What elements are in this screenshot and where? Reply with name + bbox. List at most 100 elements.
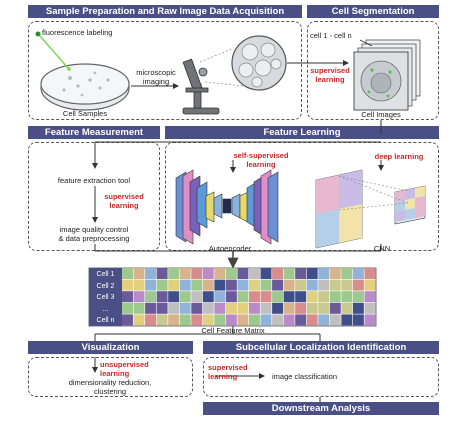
matrix-cell bbox=[191, 314, 203, 326]
matrix-cell bbox=[352, 279, 364, 291]
matrix-cell bbox=[318, 279, 330, 291]
matrix-cell bbox=[352, 291, 364, 303]
matrix-cell bbox=[145, 314, 157, 326]
matrix-cell bbox=[156, 302, 168, 314]
label-self-supervised-1: self-supervised bbox=[233, 151, 289, 160]
matrix-cell bbox=[341, 291, 353, 303]
matrix-cell bbox=[237, 314, 249, 326]
matrix-cell bbox=[260, 268, 272, 279]
matrix-cell bbox=[329, 291, 341, 303]
matrix-cell bbox=[306, 314, 318, 326]
matrix-cell bbox=[249, 291, 260, 303]
matrix-cell bbox=[225, 302, 237, 314]
matrix-cell bbox=[249, 268, 260, 279]
label-image-quality-1: image quality control bbox=[59, 225, 129, 234]
label-cell-feature-matrix: Cell Feature Matrix bbox=[201, 326, 265, 335]
matrix-cell bbox=[168, 291, 180, 303]
matrix-cell bbox=[168, 279, 180, 291]
matrix-cell bbox=[295, 291, 307, 303]
matrix-cell bbox=[168, 302, 180, 314]
matrix-cell bbox=[237, 268, 249, 279]
matrix-cell bbox=[179, 314, 191, 326]
matrix-cell bbox=[329, 279, 341, 291]
label-self-supervised-2: learning bbox=[246, 160, 276, 169]
pipette-icon bbox=[35, 31, 71, 71]
matrix-cell bbox=[225, 291, 237, 303]
matrix-cell bbox=[122, 302, 133, 314]
matrix-cell bbox=[122, 279, 133, 291]
matrix-cell bbox=[145, 279, 157, 291]
matrix-label-column bbox=[89, 268, 122, 326]
matrix-cell bbox=[249, 302, 260, 314]
matrix-cell bbox=[179, 291, 191, 303]
header-feature-measurement: Feature Measurement bbox=[28, 126, 160, 139]
header-downstream-analysis: Downstream Analysis bbox=[203, 402, 439, 415]
label-cell-images: Cell Images bbox=[361, 110, 401, 119]
panel-visualization bbox=[28, 357, 193, 397]
header-subcellular-localization: Subcellular Localization Identification bbox=[203, 341, 439, 354]
matrix-row-label: Cell 1 bbox=[96, 271, 115, 278]
matrix-row-label: Cell n bbox=[96, 317, 115, 325]
panel-sample-prep bbox=[28, 21, 302, 120]
matrix-cell bbox=[145, 268, 157, 279]
matrix-cell bbox=[283, 268, 295, 279]
matrix-cell bbox=[145, 291, 157, 303]
matrix-cell bbox=[364, 314, 376, 326]
matrix-cell bbox=[260, 314, 272, 326]
label-supervised-sub-2: learning bbox=[208, 372, 238, 381]
panel-subcellular bbox=[203, 357, 439, 397]
matrix-cell bbox=[202, 314, 214, 326]
label-fluorescence: fluorescence labeling bbox=[42, 28, 113, 37]
matrix-cell bbox=[306, 302, 318, 314]
matrix-cell bbox=[237, 302, 249, 314]
matrix-cell bbox=[260, 279, 272, 291]
matrix-cell bbox=[306, 291, 318, 303]
label-cnn: CNN bbox=[373, 244, 391, 253]
matrix-cell bbox=[202, 302, 214, 314]
matrix-cell bbox=[318, 314, 330, 326]
matrix-cell bbox=[283, 302, 295, 314]
matrix-cell bbox=[272, 291, 284, 303]
matrix-cell bbox=[214, 314, 226, 326]
matrix-cell bbox=[225, 314, 237, 326]
matrix-cell bbox=[249, 279, 260, 291]
matrix-cell bbox=[364, 268, 376, 279]
matrix-cell bbox=[202, 291, 214, 303]
header-feature-learning: Feature Learning bbox=[165, 126, 439, 139]
label-unsupervised-2: learning bbox=[100, 369, 130, 378]
label-microscopic: microscopic bbox=[136, 68, 176, 77]
matrix-cell bbox=[214, 302, 226, 314]
matrix-cell bbox=[237, 279, 249, 291]
matrix-cell bbox=[295, 268, 307, 279]
matrix-cell bbox=[122, 314, 133, 326]
matrix-cell bbox=[133, 314, 145, 326]
matrix-row-label: ... bbox=[102, 305, 109, 313]
label-deep-learning: deep learning bbox=[374, 152, 424, 161]
matrix-cell bbox=[191, 268, 203, 279]
label-cell-range: cell 1 - cell n bbox=[310, 31, 352, 40]
matrix-cell bbox=[191, 302, 203, 314]
matrix-cell bbox=[318, 302, 330, 314]
matrix-cell bbox=[341, 268, 353, 279]
label-supervised-seg-1: supervised bbox=[310, 66, 350, 75]
matrix-cell bbox=[306, 279, 318, 291]
matrix-cell bbox=[145, 302, 157, 314]
panel-cell-segmentation bbox=[307, 21, 439, 120]
matrix-cell bbox=[260, 291, 272, 303]
label-autoencoder: Autoencoder bbox=[208, 244, 252, 253]
matrix-cell bbox=[364, 302, 376, 314]
matrix-row-label: Cell 3 bbox=[96, 294, 115, 302]
matrix-cell bbox=[329, 302, 341, 314]
header-visualization: Visualization bbox=[28, 341, 193, 354]
matrix-cell bbox=[156, 291, 168, 303]
label-supervised-fm-1: supervised bbox=[104, 192, 144, 201]
label-supervised-fm-2: learning bbox=[109, 201, 139, 210]
matrix-cell bbox=[341, 314, 353, 326]
label-image-quality-2: & data preprocessing bbox=[58, 234, 130, 243]
label-feature-extraction: feature extraction tool bbox=[57, 176, 131, 185]
matrix-cell bbox=[156, 279, 168, 291]
matrix-cell bbox=[191, 291, 203, 303]
matrix-cell bbox=[179, 268, 191, 279]
matrix-cell bbox=[202, 268, 214, 279]
